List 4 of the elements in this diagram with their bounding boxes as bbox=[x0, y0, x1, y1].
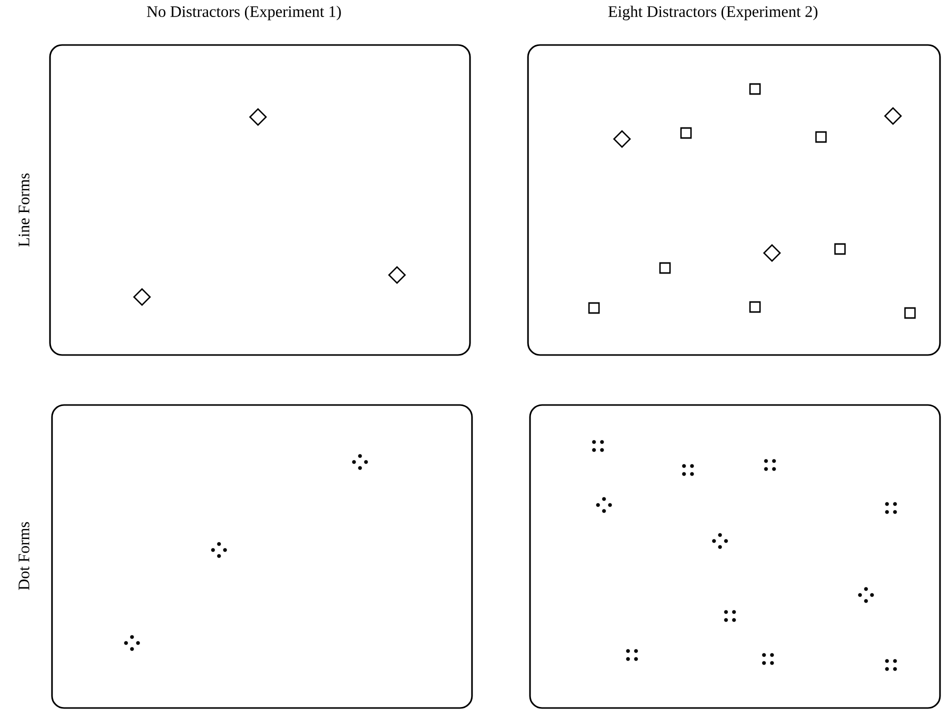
row-label: Dot Forms bbox=[18, 522, 30, 590]
column-heading: Eight Distractors (Experiment 2) bbox=[608, 6, 818, 20]
row-label: Line Forms bbox=[18, 173, 30, 247]
column-heading: No Distractors (Experiment 1) bbox=[146, 6, 341, 20]
